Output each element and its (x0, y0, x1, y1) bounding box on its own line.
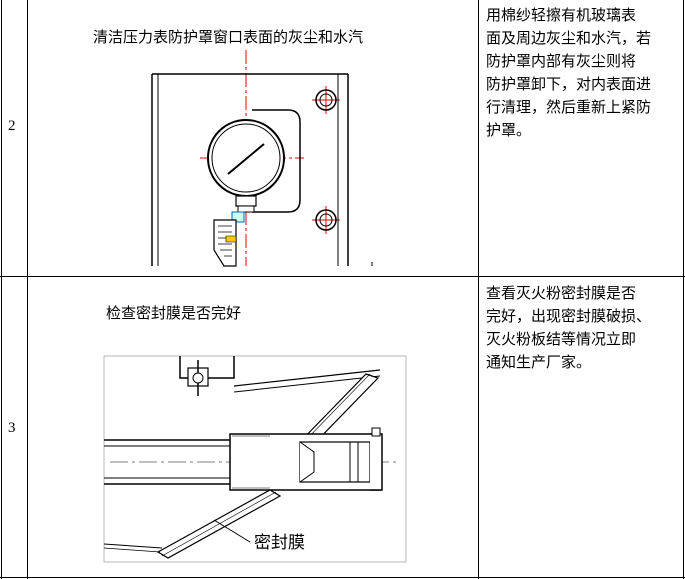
row-caption: 检查密封膜是否完好 (106, 304, 242, 322)
description-line: 完好，出现密封膜破损、 (486, 307, 652, 325)
table-border-left (1, 0, 2, 579)
row-caption: 清洁压力表防护罩窗口表面的灰尘和水汽 (93, 28, 364, 46)
row-index: 3 (8, 420, 16, 436)
row-divider (0, 276, 685, 277)
description-line: 行清理，然后重新上紧防 (486, 98, 652, 116)
description-line: 查看灭火粉密封膜是否 (486, 284, 637, 302)
description-line: 防护罩卸下，对内表面进 (486, 75, 652, 93)
description-line: 通知生产厂家。 (486, 353, 592, 371)
table-border-bottom (0, 577, 685, 578)
column-divider-index (27, 0, 28, 579)
column-divider-description (478, 0, 479, 579)
pressure-gauge-drawing (151, 50, 373, 267)
row-description: 用棉纱轻擦有机玻璃表 面及周边灰尘和水汽，若 防护罩内部有灰尘则将 防护罩卸下，… (486, 4, 678, 142)
description-line: 护罩。 (486, 121, 532, 139)
description-line: 面及周边灰尘和水汽，若 (486, 29, 652, 47)
seal-membrane-label: 密封膜 (254, 533, 305, 553)
seal-membrane-drawing: 密封膜 (103, 355, 407, 563)
description-line: 防护罩内部有灰尘则将 (486, 52, 637, 70)
table-border-right (683, 0, 684, 579)
description-line: 灭火粉板结等情况立即 (486, 330, 637, 348)
row-description: 查看灭火粉密封膜是否 完好，出现密封膜破损、 灭火粉板结等情况立即 通知生产厂家… (486, 282, 678, 374)
description-line: 用棉纱轻擦有机玻璃表 (486, 6, 637, 24)
row-index: 2 (8, 118, 16, 134)
